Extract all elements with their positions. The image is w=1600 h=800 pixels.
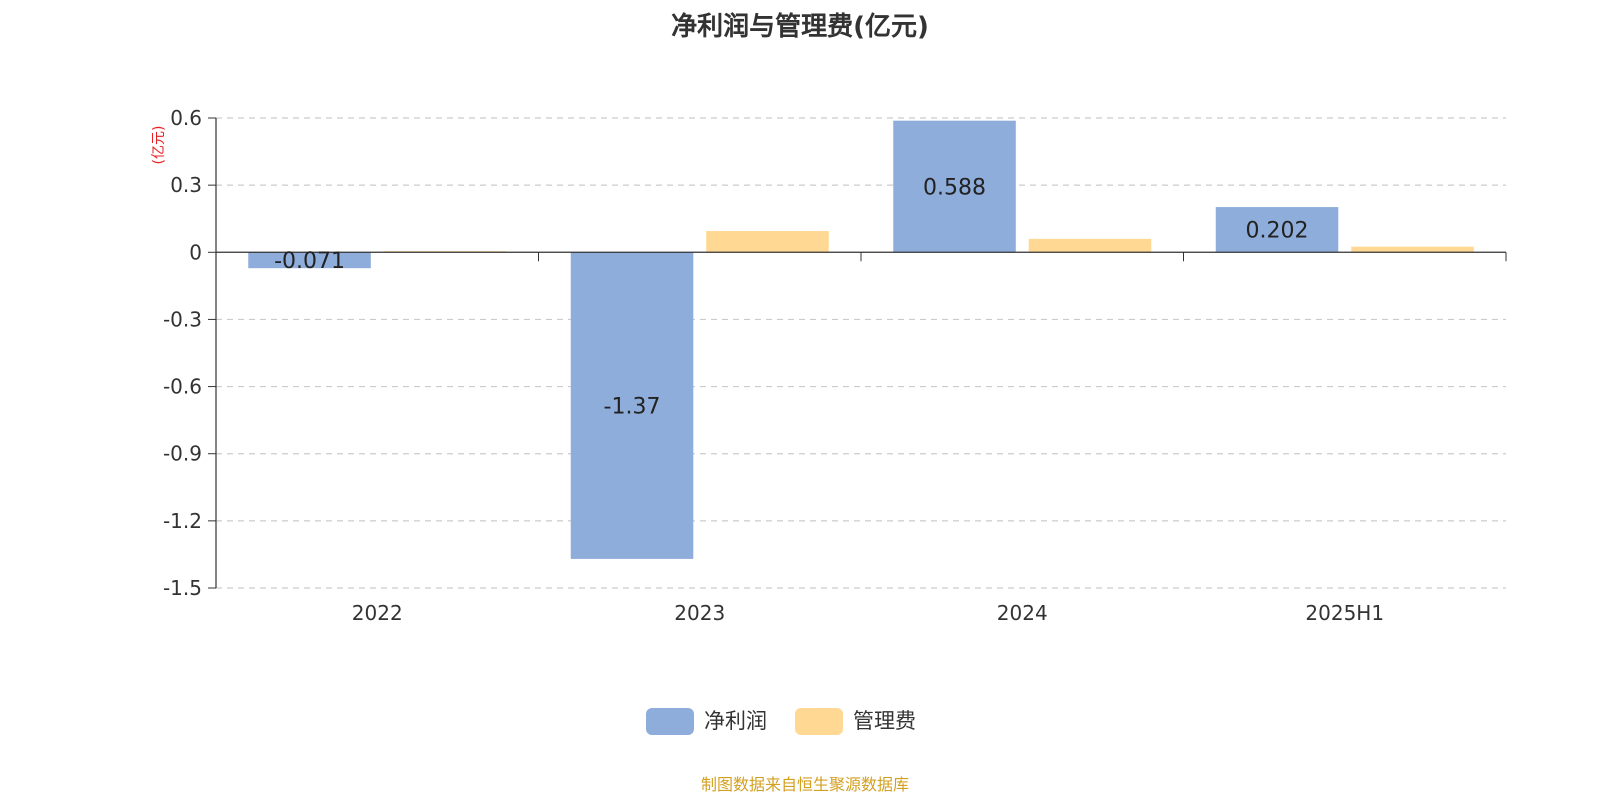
y-tick-label: -0.9 bbox=[163, 442, 202, 466]
x-tick-label: 2022 bbox=[352, 601, 403, 625]
axes: 0.6 0.3 0 -0.3 -0.6 -0.9 -1.2 -1.5 2022 2023 2024 2… bbox=[163, 106, 1507, 625]
legend-label: 净利润 bbox=[704, 709, 767, 733]
bar-net-profit bbox=[248, 252, 371, 269]
legend-label: 管理费 bbox=[853, 709, 916, 733]
bar-net-profit bbox=[570, 252, 694, 559]
source-note: 制图数据来自恒生聚源数据库 bbox=[701, 775, 909, 794]
data-label: 0.202 bbox=[1246, 219, 1309, 244]
bar-net-profit bbox=[893, 120, 1016, 253]
bar-admin-expense bbox=[1351, 246, 1474, 253]
y-tick-label: 0 bbox=[189, 240, 202, 264]
y-axis-unit-label: (亿元) bbox=[151, 126, 167, 165]
x-tick-label: 2025H1 bbox=[1305, 601, 1384, 625]
data-labels: -0.071 -1.37 0.588 0.202 bbox=[274, 175, 1308, 419]
bar-admin-expense bbox=[706, 231, 829, 253]
data-label: -1.37 bbox=[604, 395, 661, 420]
x-tick-label: 2024 bbox=[997, 601, 1048, 625]
x-tick-label: 2023 bbox=[674, 601, 725, 625]
y-tick-label: 0.6 bbox=[170, 106, 202, 130]
y-tick-label: -1.2 bbox=[163, 509, 202, 533]
legend-swatch bbox=[646, 708, 694, 735]
bar-net-profit bbox=[1215, 207, 1339, 253]
bars bbox=[248, 120, 1474, 559]
data-label: 0.588 bbox=[923, 175, 986, 200]
y-tick-label: 0.3 bbox=[170, 173, 202, 197]
data-label: -0.071 bbox=[274, 249, 345, 274]
y-tick-label: -0.6 bbox=[163, 375, 202, 399]
gridlines bbox=[216, 117, 1506, 589]
legend: 净利润 管理费 bbox=[646, 708, 916, 735]
y-tick-label: -1.5 bbox=[163, 576, 202, 600]
bar-admin-expense bbox=[1028, 238, 1152, 253]
chart-title: 净利润与管理费(亿元) bbox=[671, 12, 929, 42]
legend-swatch bbox=[795, 708, 843, 735]
y-tick-label: -0.3 bbox=[163, 307, 202, 331]
